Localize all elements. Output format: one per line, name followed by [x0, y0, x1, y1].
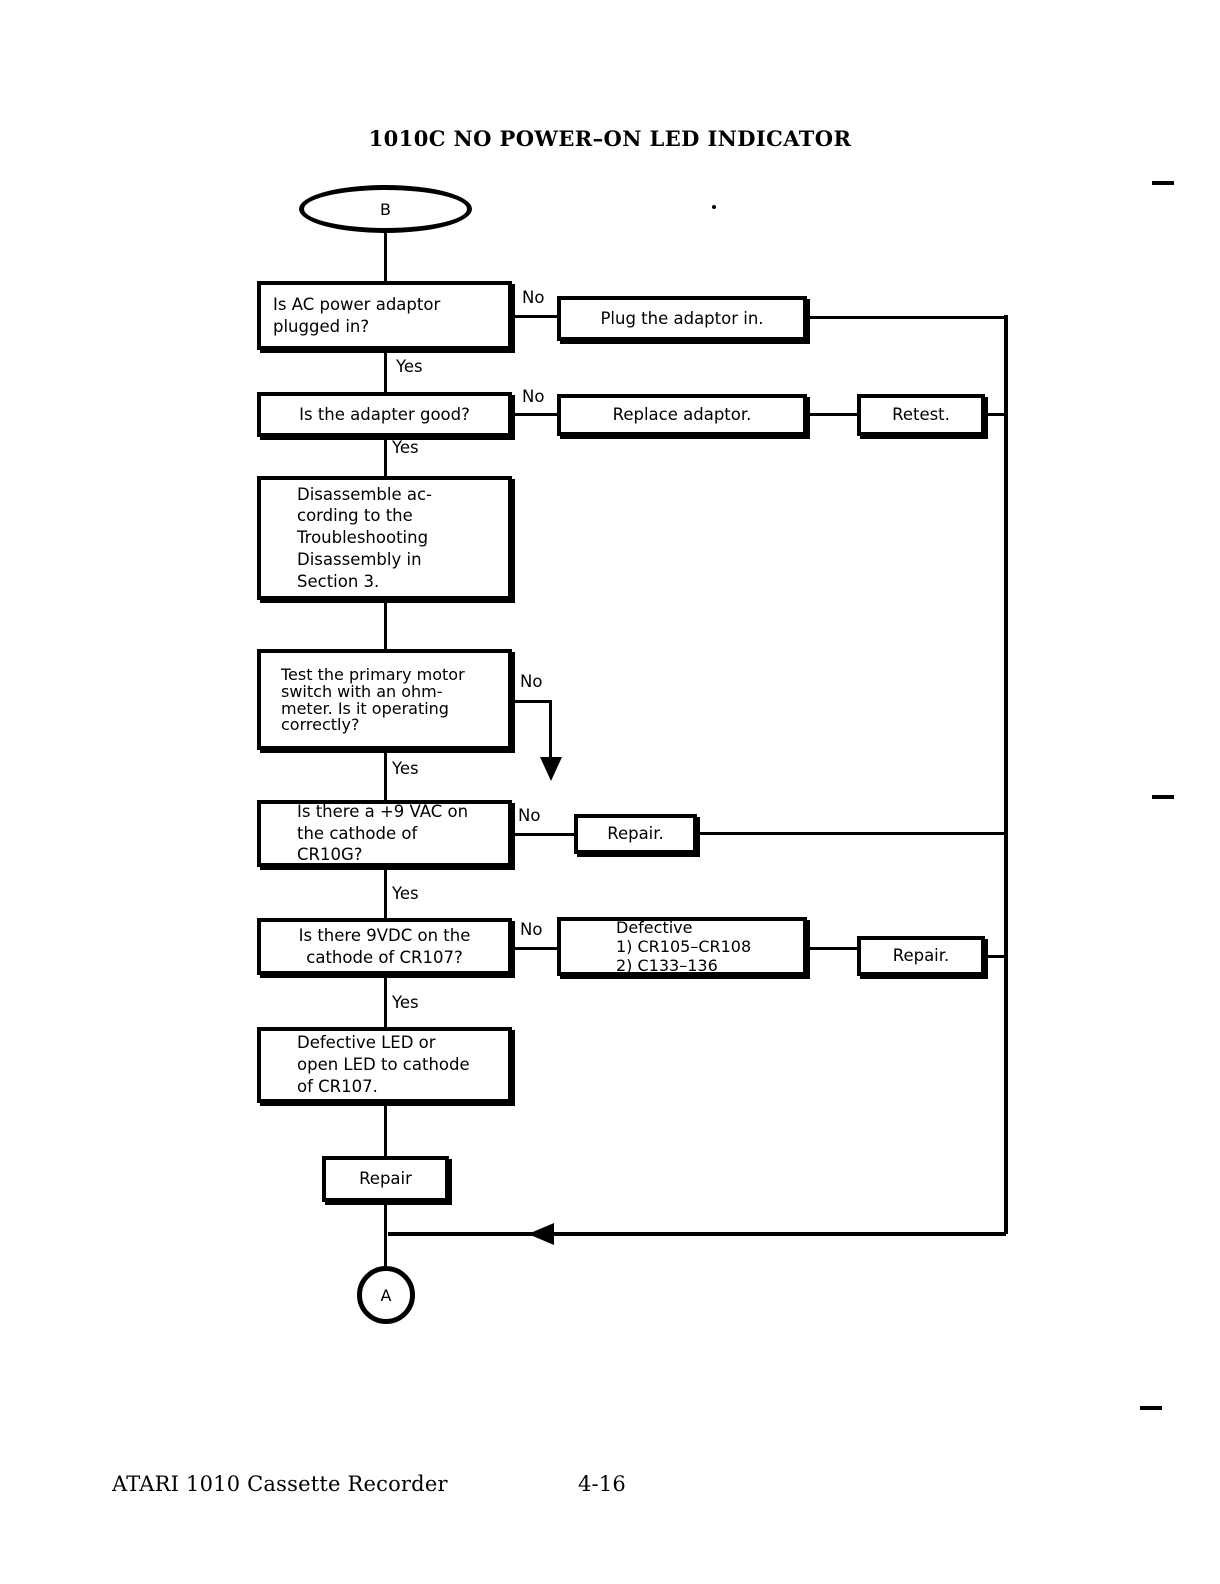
node-label: Disassemble ac- cording to the Troublesh… — [297, 484, 433, 591]
connector-q5-no — [512, 947, 560, 950]
connector-right-return-bus — [1004, 315, 1008, 1234]
connector-q1-no — [512, 315, 579, 318]
node-label: Defective 1) CR105–CR108 2) C133–136 — [616, 917, 752, 976]
node-label: Is AC power adaptor plugged in? — [273, 294, 441, 336]
connector-q4-yes — [384, 866, 387, 918]
edge-label-yes-1: Yes — [396, 357, 423, 376]
edge-label-no-2: No — [522, 387, 545, 406]
node-is-ac-power-adaptor-plugged-in[interactable]: Is AC power adaptor plugged in? — [257, 281, 512, 350]
connector-q2-no — [512, 413, 560, 416]
node-label: Is there a +9 VAC on the cathode of CR10… — [297, 801, 469, 865]
footer-page-number: 4-16 — [578, 1472, 626, 1496]
registration-tick-icon — [1152, 181, 1174, 185]
node-label: Is the adapter good? — [299, 404, 470, 424]
node-repair-1[interactable]: Repair. — [574, 814, 697, 854]
edge-label-no-3: No — [520, 672, 543, 691]
connector-a1-to-bus — [806, 316, 1008, 319]
connector-p2-to-p3 — [384, 1102, 387, 1157]
node-plug-the-adaptor-in[interactable]: Plug the adaptor in. — [557, 296, 807, 341]
node-is-there-9vac-cr10g[interactable]: Is there a +9 VAC on the cathode of CR10… — [257, 800, 512, 867]
arrowhead-left-icon — [528, 1223, 554, 1245]
registration-tick-icon — [1152, 795, 1174, 799]
node-repair-2[interactable]: Repair. — [857, 936, 985, 976]
page-title: 1010C NO POWER–ON LED INDICATOR — [368, 126, 852, 151]
footer-document-title: ATARI 1010 Cassette Recorder — [112, 1472, 448, 1496]
node-label: Plug the adaptor in. — [600, 308, 764, 328]
edge-label-no-5: No — [520, 920, 543, 939]
arrowhead-down-icon — [540, 757, 562, 781]
terminator-a-label: A — [380, 1285, 392, 1305]
node-defective-led[interactable]: Defective LED or open LED to cathode of … — [257, 1027, 512, 1103]
stray-speck-icon — [712, 205, 716, 209]
node-is-the-adapter-good[interactable]: Is the adapter good? — [257, 392, 512, 437]
connector-q4-no — [512, 833, 578, 836]
terminator-a[interactable]: A — [357, 1266, 415, 1324]
node-replace-adaptor[interactable]: Replace adaptor. — [557, 394, 807, 436]
node-test-primary-motor-switch[interactable]: Test the primary motor switch with an oh… — [257, 649, 512, 750]
node-defective-component-list[interactable]: Defective 1) CR105–CR108 2) C133–136 — [557, 917, 807, 976]
node-label: Defective LED or open LED to cathode of … — [297, 1033, 470, 1096]
node-repair-final[interactable]: Repair — [322, 1156, 449, 1202]
edge-label-yes-2: Yes — [392, 438, 419, 457]
connector-q3-no-vertical — [549, 700, 552, 762]
node-label: Replace adaptor. — [612, 405, 752, 425]
connector-p1-to-q3 — [384, 599, 387, 650]
node-disassemble-instructions[interactable]: Disassemble ac- cording to the Troublesh… — [257, 476, 512, 600]
edge-label-no-1: No — [522, 288, 545, 307]
connector-retest-to-bus — [983, 413, 1008, 416]
edge-label-no-4: No — [518, 806, 541, 825]
node-label: Repair — [359, 1169, 412, 1189]
connector-repair2-to-bus — [983, 955, 1008, 958]
terminator-b-label: B — [380, 199, 391, 219]
node-label: Test the primary motor switch with an oh… — [281, 664, 465, 735]
connector-p3-to-a — [384, 1201, 387, 1267]
connector-b-to-q1 — [384, 230, 387, 281]
terminator-b[interactable]: B — [299, 185, 472, 233]
connector-q2-yes — [384, 436, 387, 477]
edge-label-yes-3: Yes — [392, 759, 419, 778]
edge-label-yes-5: Yes — [392, 993, 419, 1012]
connector-a5-to-repair2 — [806, 947, 859, 950]
connector-a2-to-retest — [806, 413, 859, 416]
node-label: Is there 9VDC on the cathode of CR107? — [298, 925, 471, 967]
node-label: Repair. — [607, 824, 664, 844]
connector-q5-yes — [384, 974, 387, 1028]
node-is-there-9vdc-cr107[interactable]: Is there 9VDC on the cathode of CR107? — [257, 918, 512, 975]
registration-tick-icon — [1140, 1406, 1162, 1410]
connector-return-to-main — [388, 1232, 1006, 1236]
node-label: Repair. — [892, 946, 950, 966]
connector-repair1-to-bus — [695, 832, 1008, 835]
node-retest[interactable]: Retest. — [857, 394, 985, 436]
connector-q3-no-horizontal — [512, 700, 552, 703]
connector-q1-yes — [384, 349, 387, 393]
edge-label-yes-4: Yes — [392, 884, 419, 903]
node-label: Retest. — [892, 405, 950, 425]
connector-q3-yes — [384, 749, 387, 801]
